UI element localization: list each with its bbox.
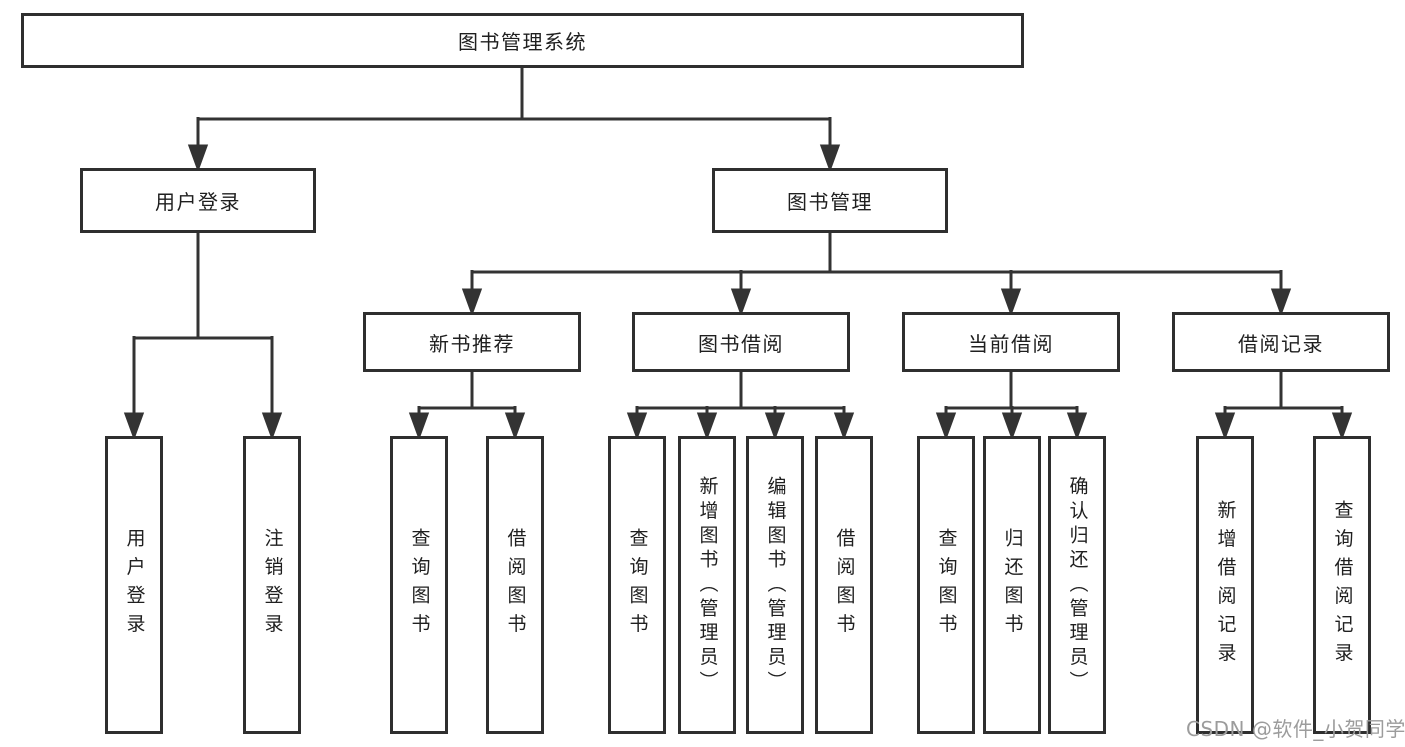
branch-current-borrow [935,372,1088,441]
arrowhead [1001,412,1023,441]
arrowhead [935,412,957,441]
node-book-borrow-label: 图书借阅 [698,331,784,356]
arrowhead [696,412,718,441]
leaf-br-add-record-label: 新增借阅记录 [1214,499,1237,671]
branch-root [187,68,841,173]
arrowhead [461,288,483,317]
node-book-mgmt-label: 图书管理 [787,190,873,214]
node-new-book-rec-label: 新书推荐 [429,331,515,356]
leaf-cb-confirm-return-admin: 确认归还（管理员） [1048,436,1106,734]
branch-book-borrow [626,372,855,441]
arrowhead [1000,288,1022,317]
leaf-user-login-label: 用户登录 [123,528,146,642]
leaf-nbr-borrow-book-label: 借阅图书 [504,528,527,642]
leaf-cb-confirm-return-admin-label: 确认归还（管理员） [1066,475,1089,695]
leaf-bb-query-book-label: 查询图书 [626,528,649,642]
arrowhead [504,412,526,441]
arrowhead [261,412,283,441]
leaf-bb-borrow-book-label: 借阅图书 [833,528,856,642]
leaf-logout: 注销登录 [243,436,301,734]
arrowhead [1066,412,1088,441]
leaf-cb-return-book: 归还图书 [983,436,1041,734]
arrowhead [1214,412,1236,441]
node-book-borrow: 图书借阅 [632,312,850,372]
leaf-br-query-record-label: 查询借阅记录 [1331,499,1354,671]
node-root: 图书管理系统 [21,13,1024,68]
arrowhead [187,144,209,173]
leaf-bb-query-book: 查询图书 [608,436,666,734]
arrowhead [833,412,855,441]
node-current-borrow: 当前借阅 [902,312,1120,372]
leaf-bb-borrow-book: 借阅图书 [815,436,873,734]
node-user-login: 用户登录 [80,168,316,233]
leaf-bb-edit-book-admin: 编辑图书（管理员） [746,436,804,734]
node-user-login-label: 用户登录 [155,190,241,214]
node-new-book-rec: 新书推荐 [363,312,581,372]
leaf-bb-add-book-admin: 新增图书（管理员） [678,436,736,734]
leaf-br-add-record: 新增借阅记录 [1196,436,1254,734]
arrowhead [123,412,145,441]
leaf-bb-add-book-admin-label: 新增图书（管理员） [696,475,719,695]
leaf-user-login: 用户登录 [105,436,163,734]
branch-borrow-record [1214,372,1353,441]
arrowhead [764,412,786,441]
arrowhead [408,412,430,441]
node-root-label: 图书管理系统 [458,30,587,54]
node-book-mgmt: 图书管理 [712,168,948,233]
node-current-borrow-label: 当前借阅 [968,331,1054,356]
branch-new-book [408,372,526,441]
arrowhead [730,288,752,317]
branch-book-mgmt [461,233,1292,317]
leaf-nbr-borrow-book: 借阅图书 [486,436,544,734]
arrowhead [819,144,841,173]
branch-user-login [123,233,283,441]
arrowhead [626,412,648,441]
node-borrow-record: 借阅记录 [1172,312,1390,372]
csdn-watermark: CSDN @软件_小贺同学 [1186,717,1405,741]
leaf-logout-label: 注销登录 [261,528,284,642]
leaf-cb-query-book: 查询图书 [917,436,975,734]
leaf-cb-return-book-label: 归还图书 [1001,528,1024,642]
leaf-nbr-query-book: 查询图书 [390,436,448,734]
node-borrow-record-label: 借阅记录 [1238,331,1324,356]
leaf-br-query-record: 查询借阅记录 [1313,436,1371,734]
leaf-bb-edit-book-admin-label: 编辑图书（管理员） [764,475,787,695]
leaf-cb-query-book-label: 查询图书 [935,528,958,642]
arrowhead [1270,288,1292,317]
leaf-nbr-query-book-label: 查询图书 [408,528,431,642]
arrowhead [1331,412,1353,441]
